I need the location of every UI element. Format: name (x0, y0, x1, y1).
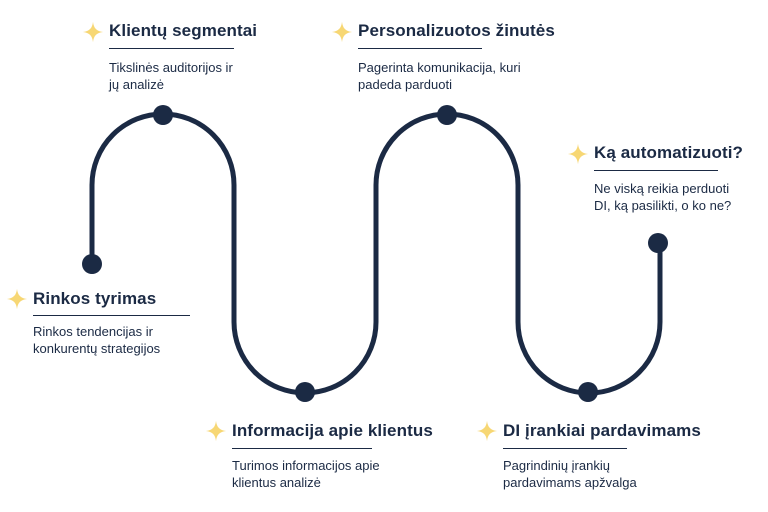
step-description: Rinkos tendencijas ir konkurentų strateg… (33, 323, 223, 357)
step-title: Rinkos tyrimas (33, 289, 157, 308)
sparkle-icon (205, 420, 227, 442)
step-title: Informacija apie klientus (232, 421, 433, 440)
step-title: Personalizuotos žinutės (358, 21, 555, 40)
description-line: klientus analizė (232, 475, 321, 490)
description-line: Tikslinės auditorijos ir (109, 60, 233, 75)
description-line: pardavimams apžvalga (503, 475, 637, 490)
step-divider (33, 315, 190, 316)
step-description: Turimos informacijos apie klientus anali… (232, 457, 442, 491)
step-description: Pagerinta komunikacija, kuri padeda pard… (358, 59, 578, 93)
milestone-dot-personalizuotos-zinutes (437, 105, 457, 125)
description-line: DI, ką pasilikti, o ko ne? (594, 198, 732, 213)
sparkle-icon (476, 420, 498, 442)
description-line: Pagerinta komunikacija, kuri (358, 60, 521, 75)
description-line: padeda parduoti (358, 77, 452, 92)
description-line: Turimos informacijos apie (232, 458, 380, 473)
step-description: Pagrindinių įrankių pardavimams apžvalga (503, 457, 703, 491)
description-line: jų analizė (109, 77, 164, 92)
step-divider (358, 48, 482, 49)
milestone-dot-klientu-segmentai (153, 105, 173, 125)
step-description: Ne viską reikia perduoti DI, ką pasilikt… (594, 180, 766, 214)
milestone-dot-rinkos-tyrimas (82, 254, 102, 274)
milestone-dot-informacija-apie-klientus (295, 382, 315, 402)
step-divider (232, 448, 372, 449)
description-line: Ne viską reikia perduoti (594, 181, 730, 196)
milestone-dot-di-irankiai (578, 382, 598, 402)
description-line: Rinkos tendencijas ir (33, 324, 153, 339)
step-description: Tikslinės auditorijos ir jų analizė (109, 59, 309, 93)
description-line: Pagrindinių įrankių (503, 458, 610, 473)
step-divider (109, 48, 234, 49)
step-title: Klientų segmentai (109, 21, 258, 40)
step-title: DI įrankiai pardavimams (503, 421, 701, 440)
sparkle-icon (82, 21, 104, 43)
winding-line (89, 111, 663, 396)
description-line: konkurentų strategijos (33, 341, 161, 356)
sparkle-icon (567, 143, 589, 165)
sparkle-icon (331, 21, 353, 43)
milestone-dot-ka-automatizuoti (648, 233, 668, 253)
step-divider (503, 448, 627, 449)
step-title: Ką automatizuoti? (594, 143, 744, 162)
step-divider (594, 170, 718, 171)
sparkle-icon (6, 288, 28, 310)
